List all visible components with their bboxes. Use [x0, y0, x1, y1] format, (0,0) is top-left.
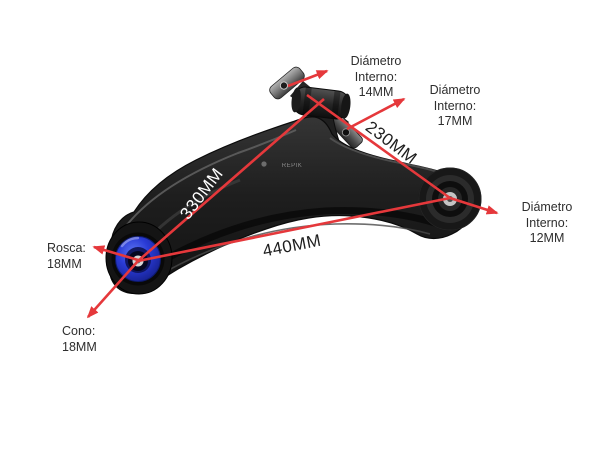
callout-title: Cono: — [62, 324, 96, 338]
arrow-cono — [86, 260, 139, 319]
brand-stamp: REPIK — [282, 163, 303, 169]
arm-dimple — [260, 160, 268, 168]
callout-title: Rosca: — [47, 241, 86, 255]
arrow-rosca — [92, 245, 139, 262]
callout-diametro-interno-12mm: Diámetro Interno: 12MM — [499, 200, 595, 247]
front-bushing-blue — [105, 221, 173, 295]
arrow-dia14 — [287, 69, 329, 88]
callout-cono-18mm: Cono: 18MM — [62, 324, 97, 355]
measure-line-230 — [306, 93, 451, 200]
callout-title: Diámetro Interno: — [429, 83, 481, 113]
measure-line-330 — [137, 98, 325, 262]
tab-hole-14mm — [279, 81, 288, 90]
callout-diametro-interno-14mm: Diámetro Interno: 14MM — [328, 54, 424, 101]
callout-rosca-18mm: Rosca: 18MM — [47, 241, 86, 272]
callout-diametro-interno-17mm: Diámetro Interno: 17MM — [407, 83, 503, 130]
annotation-lines — [86, 69, 499, 319]
tab-hole-17mm — [341, 128, 350, 137]
arrow-dia12 — [449, 196, 499, 215]
callout-value: 12MM — [529, 231, 565, 245]
stud-tab-14mm — [269, 66, 305, 100]
callout-title: Diámetro Interno: — [350, 54, 402, 84]
callout-value: 18MM — [47, 256, 82, 271]
callout-value: 17MM — [437, 114, 473, 128]
arrow-dia17 — [346, 97, 406, 131]
callout-value: 18MM — [62, 339, 97, 354]
callout-value: 14MM — [358, 85, 394, 99]
measure-line-440 — [137, 196, 451, 263]
callout-title: Diámetro Interno: — [521, 200, 573, 230]
